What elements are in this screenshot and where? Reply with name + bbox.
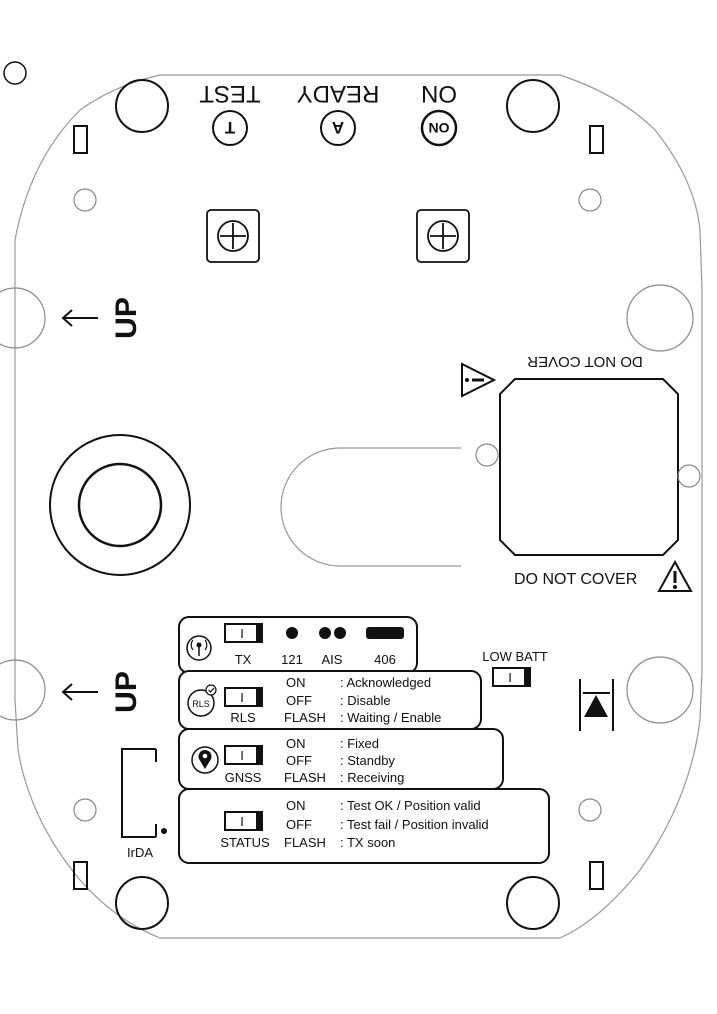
- test-indicator-letter: T: [224, 118, 235, 137]
- low-batt-label: LOW BATT: [482, 649, 548, 664]
- slot-tl: [73, 125, 88, 154]
- gnss-led-glyph: I: [240, 748, 244, 763]
- status-label: STATUS: [220, 835, 270, 850]
- slot-bl: [73, 861, 88, 890]
- screw-right: [416, 209, 470, 263]
- rls-meaning-flash: : Waiting / Enable: [340, 710, 441, 725]
- on-indicator: [420, 109, 458, 147]
- irda-label: IrDA: [127, 845, 153, 860]
- diode-icon: [579, 679, 614, 731]
- irda-window: [121, 748, 167, 838]
- up-label-bottom: UP: [110, 671, 143, 713]
- panel-outline: [14, 74, 703, 939]
- ready-indicator: [320, 110, 356, 146]
- gnss-led: [224, 745, 263, 765]
- boss-bottom-right: [506, 876, 560, 930]
- rls-state-off: OFF: [286, 693, 312, 708]
- led-ais-dot-1: [319, 627, 331, 639]
- gnss-meaning-on: : Fixed: [340, 736, 379, 751]
- led-ais-dot-2: [334, 627, 346, 639]
- status-row-box: [178, 788, 550, 864]
- status-state-on: ON: [286, 798, 306, 813]
- hole-tr: [578, 188, 602, 212]
- low-batt-led-glyph: I: [508, 670, 512, 685]
- tx-led-glyph: I: [240, 626, 244, 641]
- up-marker-top: UP: [61, 297, 143, 339]
- status-state-off: OFF: [286, 817, 312, 832]
- screw-left: [206, 209, 260, 263]
- label-test-group: TEST: [199, 80, 261, 107]
- antenna-icon: [186, 635, 212, 661]
- status-meaning-on: : Test OK / Position valid: [340, 798, 481, 813]
- warning-icon: [657, 559, 693, 592]
- rls-icon-text: RLS: [192, 699, 210, 709]
- d-window: [280, 447, 461, 567]
- boss-top-left: [115, 79, 169, 133]
- rls-meaning-off: : Disable: [340, 693, 391, 708]
- label-ais: AIS: [322, 652, 343, 667]
- gnss-meaning-flash: : Receiving: [340, 770, 404, 785]
- low-batt-led: [492, 667, 531, 687]
- do-not-cover-label: DO NOT COVER: [514, 571, 637, 588]
- slot-br: [589, 861, 604, 890]
- test-indicator: [212, 110, 248, 146]
- label-121: 121: [281, 652, 303, 667]
- label-ready: READY: [297, 80, 380, 107]
- status-led: [224, 811, 263, 831]
- status-meaning-off: : Test fail / Position invalid: [340, 817, 489, 832]
- activation-button-ring[interactable]: [49, 434, 191, 576]
- up-label-top: UP: [110, 297, 143, 339]
- antenna-window: [499, 378, 679, 556]
- rls-state-flash: FLASH: [284, 710, 326, 725]
- warning-icon-upside: [461, 362, 497, 398]
- hole-br: [578, 798, 602, 822]
- gnss-meaning-off: : Standby: [340, 753, 395, 768]
- rls-state-on: ON: [286, 675, 306, 690]
- rls-led: [224, 687, 263, 707]
- led-406-bar: [366, 627, 404, 639]
- tx-label: TX: [235, 652, 252, 667]
- label-ready-group: READY: [297, 80, 380, 107]
- activation-button[interactable]: [77, 462, 163, 548]
- status-meaning-flash: : TX soon: [340, 835, 395, 850]
- gnss-label: GNSS: [225, 770, 262, 785]
- status-state-flash: FLASH: [284, 835, 326, 850]
- gnss-state-flash: FLASH: [284, 770, 326, 785]
- hole-tl: [73, 188, 97, 212]
- label-on-group: ON: [421, 80, 457, 107]
- hole-bl: [73, 798, 97, 822]
- rls-led-glyph: I: [240, 690, 244, 705]
- boss-top-right: [506, 79, 560, 133]
- label-406: 406: [374, 652, 396, 667]
- on-indicator-letter: ON: [429, 120, 450, 136]
- side-notch-right-bottom: [626, 656, 694, 724]
- rls-icon: [187, 684, 217, 717]
- up-marker-bottom: UP: [61, 671, 143, 713]
- label-test: TEST: [199, 80, 261, 107]
- status-led-glyph: I: [240, 814, 244, 829]
- side-notch-right-top: [626, 284, 694, 352]
- gnss-state-off: OFF: [286, 753, 312, 768]
- side-notch-left-top: [0, 287, 46, 349]
- do-not-cover-upside: DO NOT COVER: [527, 353, 643, 370]
- hole-window-right: [677, 464, 701, 488]
- led-121-dot: [286, 627, 298, 639]
- label-on: ON: [421, 80, 457, 107]
- rls-label: RLS: [230, 710, 256, 725]
- side-notch-left-bottom: [0, 659, 46, 721]
- slot-tr: [589, 125, 604, 154]
- ready-indicator-letter: A: [332, 118, 344, 137]
- tx-led: [224, 623, 263, 643]
- corner-circle: [3, 61, 27, 85]
- location-pin-icon: [191, 746, 219, 774]
- hole-window-left: [475, 443, 499, 467]
- rls-meaning-on: : Acknowledged: [340, 675, 431, 690]
- boss-bottom-left: [115, 876, 169, 930]
- gnss-state-on: ON: [286, 736, 306, 751]
